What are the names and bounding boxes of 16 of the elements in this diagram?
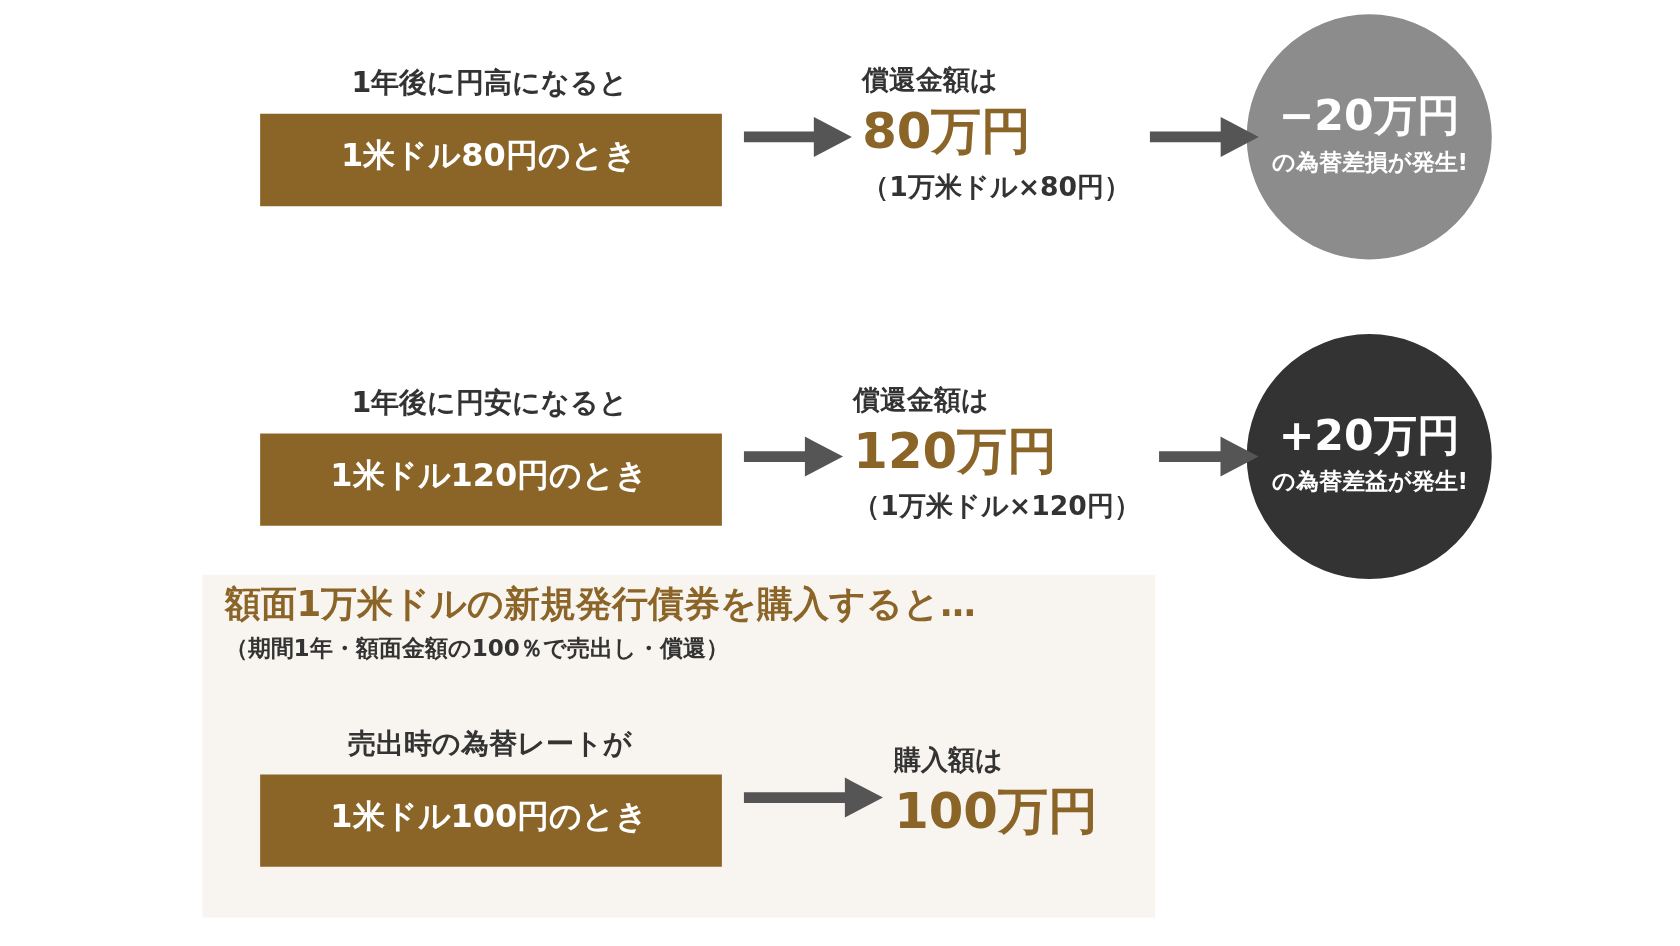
arrow xyxy=(743,116,852,157)
node-box: 1米ドル120円のとき xyxy=(260,433,722,526)
node-text: 償還金額は 80万円 （1万米ドル×80円） xyxy=(862,63,1132,202)
arrow xyxy=(743,436,843,477)
node-box: 1米ドル100円のとき xyxy=(260,774,722,867)
node-text: 購入額は 100万円 xyxy=(894,744,1098,841)
arrow xyxy=(743,777,883,818)
node-label: 1年後に円安になると xyxy=(351,385,629,419)
node-label: 売出時の為替レートが xyxy=(348,726,633,760)
node-text: 償還金額は 120万円 （1万米ドル×120円） xyxy=(853,383,1141,522)
arrow xyxy=(1149,116,1259,157)
node-circle: +20万円 の為替差益が発生! xyxy=(1246,334,1492,580)
node-circle: −20万円 の為替差損が発生! xyxy=(1246,14,1492,260)
node-label: 1年後に円高になると xyxy=(351,66,629,100)
arrow xyxy=(1159,436,1259,477)
node-box: 1米ドル80円のとき xyxy=(260,113,722,207)
